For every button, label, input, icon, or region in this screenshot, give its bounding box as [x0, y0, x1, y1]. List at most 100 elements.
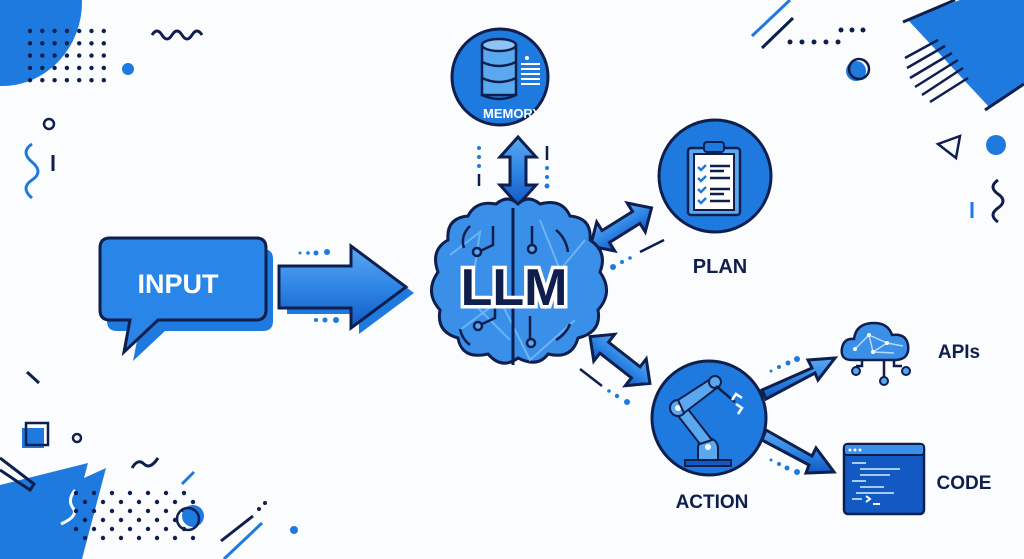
deco-dot — [163, 508, 169, 514]
line-deco — [750, 0, 792, 38]
deco-dot — [127, 508, 133, 514]
deco-dot — [154, 499, 160, 505]
deco-dot — [64, 28, 70, 34]
deco-dot — [27, 28, 33, 34]
dot-deco — [122, 63, 134, 75]
deco-dot — [190, 535, 196, 541]
deco-dot — [109, 490, 115, 496]
deco-dot — [145, 490, 151, 496]
deco-dot — [163, 490, 169, 496]
deco-dot — [82, 535, 88, 541]
dot-grid-top-left — [27, 28, 107, 83]
deco-dot — [163, 526, 169, 532]
deco-dot — [89, 53, 94, 58]
deco-dot — [27, 65, 33, 71]
node-apis: APIs — [840, 321, 980, 386]
deco-dot — [127, 490, 133, 496]
deco-dot — [145, 526, 151, 532]
arrow-llm-plan — [588, 200, 665, 270]
deco-dot — [52, 78, 57, 83]
robot-arm-icon — [669, 375, 744, 467]
corner-blob-top-right — [908, 0, 1024, 108]
deco-dot — [77, 53, 82, 58]
deco-dot — [40, 28, 45, 34]
deco-dot — [64, 78, 70, 83]
deco-dot — [77, 41, 82, 46]
deco-dot — [82, 517, 88, 523]
deco-dot — [77, 65, 82, 71]
dot-row-top-right — [787, 27, 866, 45]
deco-dot — [77, 28, 82, 34]
deco-dot — [127, 526, 133, 532]
apis-label: APIs — [938, 342, 980, 363]
deco-dot — [118, 499, 124, 505]
deco-dot — [40, 78, 45, 83]
deco-dot — [101, 78, 107, 83]
node-llm: LLM — [430, 197, 608, 365]
deco-dot — [181, 490, 187, 496]
deco-dot — [52, 28, 57, 34]
deco-dot — [172, 535, 178, 541]
node-action: ACTION — [650, 359, 768, 513]
deco-dot — [52, 41, 57, 46]
deco-dot — [91, 526, 97, 532]
squiggle-deco — [150, 29, 204, 41]
deco-dot — [100, 535, 106, 541]
line-deco — [760, 16, 795, 50]
deco-dot — [118, 517, 124, 523]
deco-dot — [190, 499, 196, 505]
deco-dot — [101, 41, 107, 46]
arrow-action-to-code — [760, 427, 837, 475]
deco-dot — [40, 53, 45, 58]
deco-dot — [154, 517, 160, 523]
wave-deco — [24, 142, 40, 200]
deco-dot — [89, 78, 94, 83]
node-memory: MEMORY — [450, 27, 550, 127]
deco-dot — [52, 65, 57, 71]
deco-dot — [91, 508, 97, 514]
deco-dot — [91, 490, 97, 496]
deco-dot — [27, 41, 33, 46]
plan-label: PLAN — [693, 256, 747, 278]
deco-dot — [64, 41, 70, 46]
arrow-llm-action — [579, 332, 652, 405]
deco-dot — [100, 499, 106, 505]
deco-dot — [77, 78, 82, 83]
action-label: ACTION — [676, 492, 749, 513]
node-input: INPUT — [98, 236, 273, 361]
deco-dot — [136, 517, 142, 523]
deco-dot — [109, 526, 115, 532]
deco-dot — [89, 65, 94, 71]
deco-dot — [40, 41, 45, 46]
deco-dot — [27, 53, 33, 58]
deco-dot — [101, 53, 107, 58]
deco-dot — [40, 65, 45, 71]
corner-blob-bottom-left — [0, 463, 106, 559]
dot-grid-bottom-left — [73, 490, 196, 541]
deco-dot — [73, 490, 79, 496]
deco-dot — [100, 517, 106, 523]
deco-dot — [27, 78, 33, 83]
arrow-input-to-llm — [277, 243, 414, 334]
database-icon — [480, 37, 540, 101]
deco-dot — [82, 499, 88, 505]
cloud-network-icon — [840, 321, 911, 386]
hatch-deco — [904, 38, 969, 104]
arrow-llm-memory — [477, 134, 550, 208]
deco-dot — [64, 65, 70, 71]
deco-dot — [101, 65, 107, 71]
deco-dot — [73, 508, 79, 514]
code-label: CODE — [937, 473, 992, 494]
deco-dot — [52, 53, 57, 58]
memory-label: MEMORY — [483, 106, 541, 121]
deco-dot — [64, 53, 70, 58]
input-label: INPUT — [138, 269, 220, 299]
deco-dot — [109, 508, 115, 514]
deco-dot — [89, 28, 94, 34]
deco-dot — [89, 41, 94, 46]
deco-dot — [136, 499, 142, 505]
node-plan: PLAN — [657, 118, 773, 278]
code-window-icon — [842, 442, 926, 516]
brain-circuit-icon — [430, 197, 608, 365]
deco-dot — [145, 508, 151, 514]
